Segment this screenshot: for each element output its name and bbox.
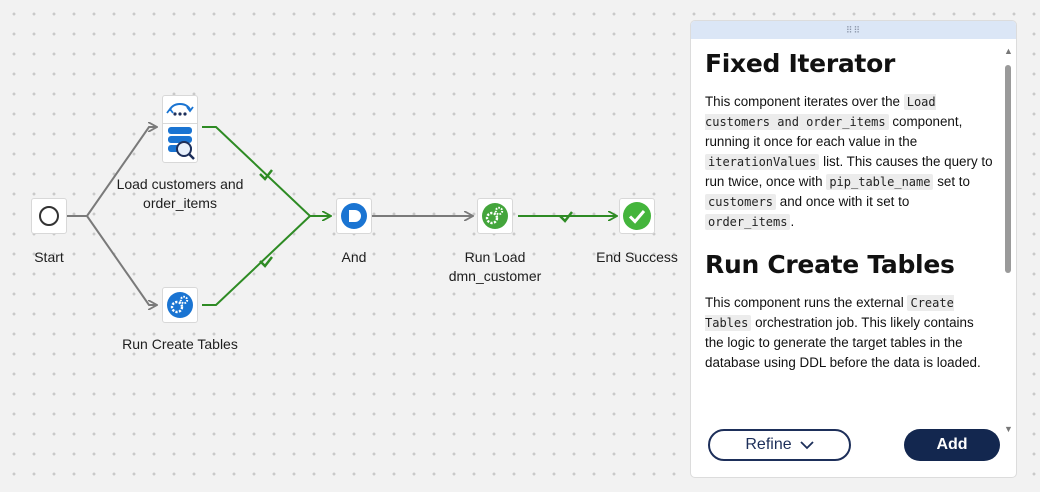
connector-start-create[interactable]	[86, 215, 156, 305]
connectors-layer	[67, 0, 690, 492]
connector-start-load[interactable]	[67, 127, 156, 217]
success-check-icon	[559, 211, 573, 223]
run-load-node[interactable]	[477, 198, 513, 234]
and-node-label: And	[341, 249, 367, 265]
start-node-label: Start	[34, 249, 64, 265]
section-title: Run Create Tables	[705, 250, 955, 279]
run-load-label: Run Load dmn_customer	[448, 249, 542, 284]
text-segment: orchestration job. This likely contains …	[705, 315, 981, 370]
iterator-loop-icon	[166, 102, 194, 116]
run-create-tables-node[interactable]	[162, 287, 198, 323]
text-segment: set to	[933, 174, 970, 189]
section-description: This component runs the external Create …	[705, 293, 995, 373]
inline-code: customers	[705, 194, 777, 210]
database-iterator-icon	[168, 127, 195, 160]
check-success-icon	[623, 202, 651, 230]
text-segment: This component runs the external	[705, 295, 908, 310]
refine-button[interactable]: Refine	[708, 429, 851, 461]
gear-orchestration-icon	[167, 292, 193, 318]
success-check-icon	[259, 169, 273, 181]
text-segment: component, running it once for each valu…	[705, 114, 963, 149]
drag-handle-icon[interactable]: ⠿⠿	[691, 21, 1016, 39]
scroll-down-arrow-icon[interactable]: ▼	[1004, 424, 1013, 434]
connector-load-and[interactable]	[202, 126, 330, 216]
success-check-icon	[259, 256, 273, 268]
iterator-node[interactable]	[162, 95, 198, 123]
panel-scrollbar[interactable]: ▲ ▼	[1004, 46, 1013, 434]
inline-code: pip_table_name	[826, 174, 934, 190]
section-title: Fixed Iterator	[705, 49, 895, 78]
scroll-up-arrow-icon[interactable]: ▲	[1004, 46, 1013, 56]
and-gate-icon	[341, 203, 367, 229]
run-create-tables-label: Run Create Tables	[122, 336, 238, 352]
text-segment: .	[790, 214, 795, 229]
load-customers-node[interactable]	[162, 123, 198, 163]
chevron-down-icon	[799, 440, 814, 449]
connector-create-and[interactable]	[202, 215, 311, 306]
end-success-label: End Success	[596, 249, 678, 265]
start-circle-icon	[39, 206, 59, 226]
end-success-node[interactable]	[619, 198, 655, 234]
gear-transformation-icon	[482, 203, 508, 229]
add-button[interactable]: Add	[904, 429, 1000, 461]
and-node[interactable]	[336, 198, 372, 234]
pipeline-canvas[interactable]: Start Load customers and order_items	[0, 0, 690, 492]
inline-code: iterationValues	[705, 154, 820, 170]
scroll-thumb[interactable]	[1005, 65, 1011, 273]
section-description: This component iterates over the Load cu…	[705, 92, 995, 232]
text-segment: This component iterates over the	[705, 94, 904, 109]
inline-code: order_items	[705, 214, 791, 230]
load-customers-label: Load customers and order_items	[116, 176, 244, 211]
refine-button-label: Refine	[745, 436, 792, 453]
start-node[interactable]	[31, 198, 67, 234]
text-segment: list. This causes the query to run twice…	[705, 154, 993, 189]
text-segment: and once with it set to	[776, 194, 910, 209]
